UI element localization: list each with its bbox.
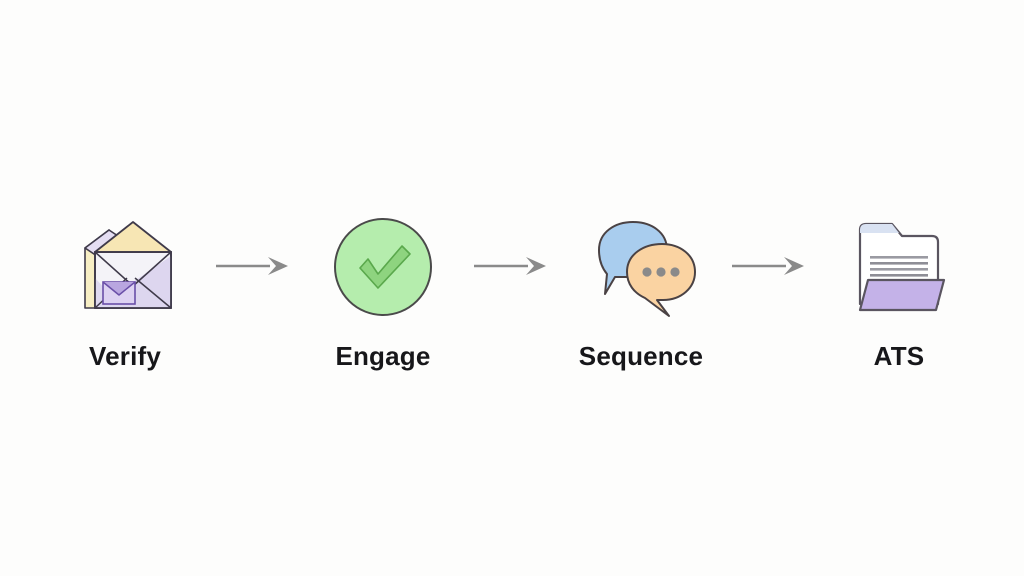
step-label-sequence: Sequence [578, 341, 704, 371]
step-label-verify: Verify [88, 341, 162, 371]
speech-bubbles-icon [581, 207, 701, 327]
step-label-engage: Engage [335, 341, 431, 371]
folder-document-icon [839, 207, 959, 327]
step-ats[interactable]: ATS [824, 207, 974, 369]
step-sequence[interactable]: Sequence [566, 207, 716, 369]
arrow-verify-to-engage [200, 206, 308, 326]
arrow-sequence-to-ats [716, 206, 824, 326]
step-engage[interactable]: Engage [308, 207, 458, 369]
step-verify[interactable]: Verify [50, 207, 200, 369]
arrow-engage-to-sequence [458, 206, 566, 326]
step-label-ats: ATS [873, 341, 925, 371]
check-circle-icon [323, 207, 443, 327]
envelope-icon [65, 207, 185, 327]
